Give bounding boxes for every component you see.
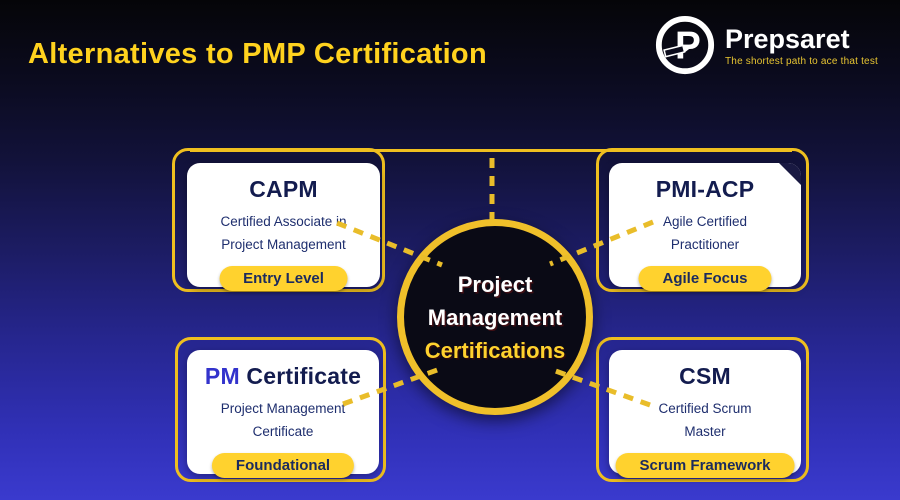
- pmi-acp-card-title: PMI-ACP: [615, 176, 795, 203]
- pm-certificate-card: PM Certificate Project Management Certif…: [187, 350, 379, 478]
- csm-card: CSM Certified Scrum Master Scrum Framewo…: [609, 350, 801, 478]
- pm-certificate-title-main: Certificate: [246, 363, 362, 389]
- pm-certificate-card-title: PM Certificate: [193, 363, 373, 390]
- capm-card-subtitle: Certified Associate in Project Managemen…: [187, 210, 380, 256]
- csm-level-badge: Scrum Framework: [615, 453, 795, 478]
- brand-logo: P Prepsaret The shortest path to ace tha…: [654, 14, 878, 76]
- pmi-acp-subtitle-line1: Agile Certified: [662, 214, 748, 229]
- capm-title-main: CAPM: [249, 176, 318, 202]
- pmi-acp-title-main: PMI-ACP: [655, 176, 755, 202]
- pm-certificate-frame-outline: [175, 337, 386, 482]
- center-node-line2: Management: [427, 304, 563, 330]
- brand-text: Prepsaret The shortest path to ace that …: [725, 24, 878, 67]
- csm-frame-outline: [596, 337, 809, 482]
- csm-title-main: CSM: [679, 363, 731, 389]
- csm-card-subtitle: Certified Scrum Master: [609, 397, 801, 443]
- csm-card-title: CSM: [615, 363, 795, 390]
- pm-certificate-subtitle-line1: Project Management: [220, 401, 346, 416]
- capm-card-title: CAPM: [193, 176, 374, 203]
- folded-corner-decoration: [779, 163, 801, 185]
- capm-subtitle-line1: Certified Associate in: [220, 214, 347, 229]
- center-node-line3: Certifications: [424, 337, 566, 363]
- capm-card: CAPM Certified Associate in Project Mana…: [187, 163, 380, 291]
- capm-level-badge: Entry Level: [219, 266, 348, 291]
- capm-subtitle-line2: Project Management: [221, 237, 346, 252]
- pmi-acp-card-subtitle: Agile Certified Practitioner: [609, 210, 801, 256]
- pmi-acp-card: PMI-ACP Agile Certified Practitioner Agi…: [609, 163, 801, 291]
- pm-certificate-title-accent: PM: [204, 363, 247, 389]
- csm-subtitle-line1: Certified Scrum: [658, 401, 752, 416]
- pm-certificate-level-badge: Foundational: [211, 453, 355, 478]
- center-node: Project Management Certifications: [397, 219, 593, 415]
- pm-certificate-card-subtitle: Project Management Certificate: [187, 397, 379, 443]
- pmi-acp-subtitle-line2: Practitioner: [670, 237, 740, 252]
- brand-tagline: The shortest path to ace that test: [725, 55, 878, 67]
- brand-name: Prepsaret: [725, 23, 850, 54]
- center-node-line1: Project: [457, 271, 533, 297]
- csm-subtitle-line2: Master: [684, 424, 726, 439]
- pmi-acp-level-badge: Agile Focus: [638, 266, 772, 291]
- page-title: Alternatives to PMP Certification: [28, 38, 487, 70]
- pm-certificate-subtitle-line2: Certificate: [252, 424, 314, 439]
- prepsaret-logo-icon: P: [654, 14, 716, 76]
